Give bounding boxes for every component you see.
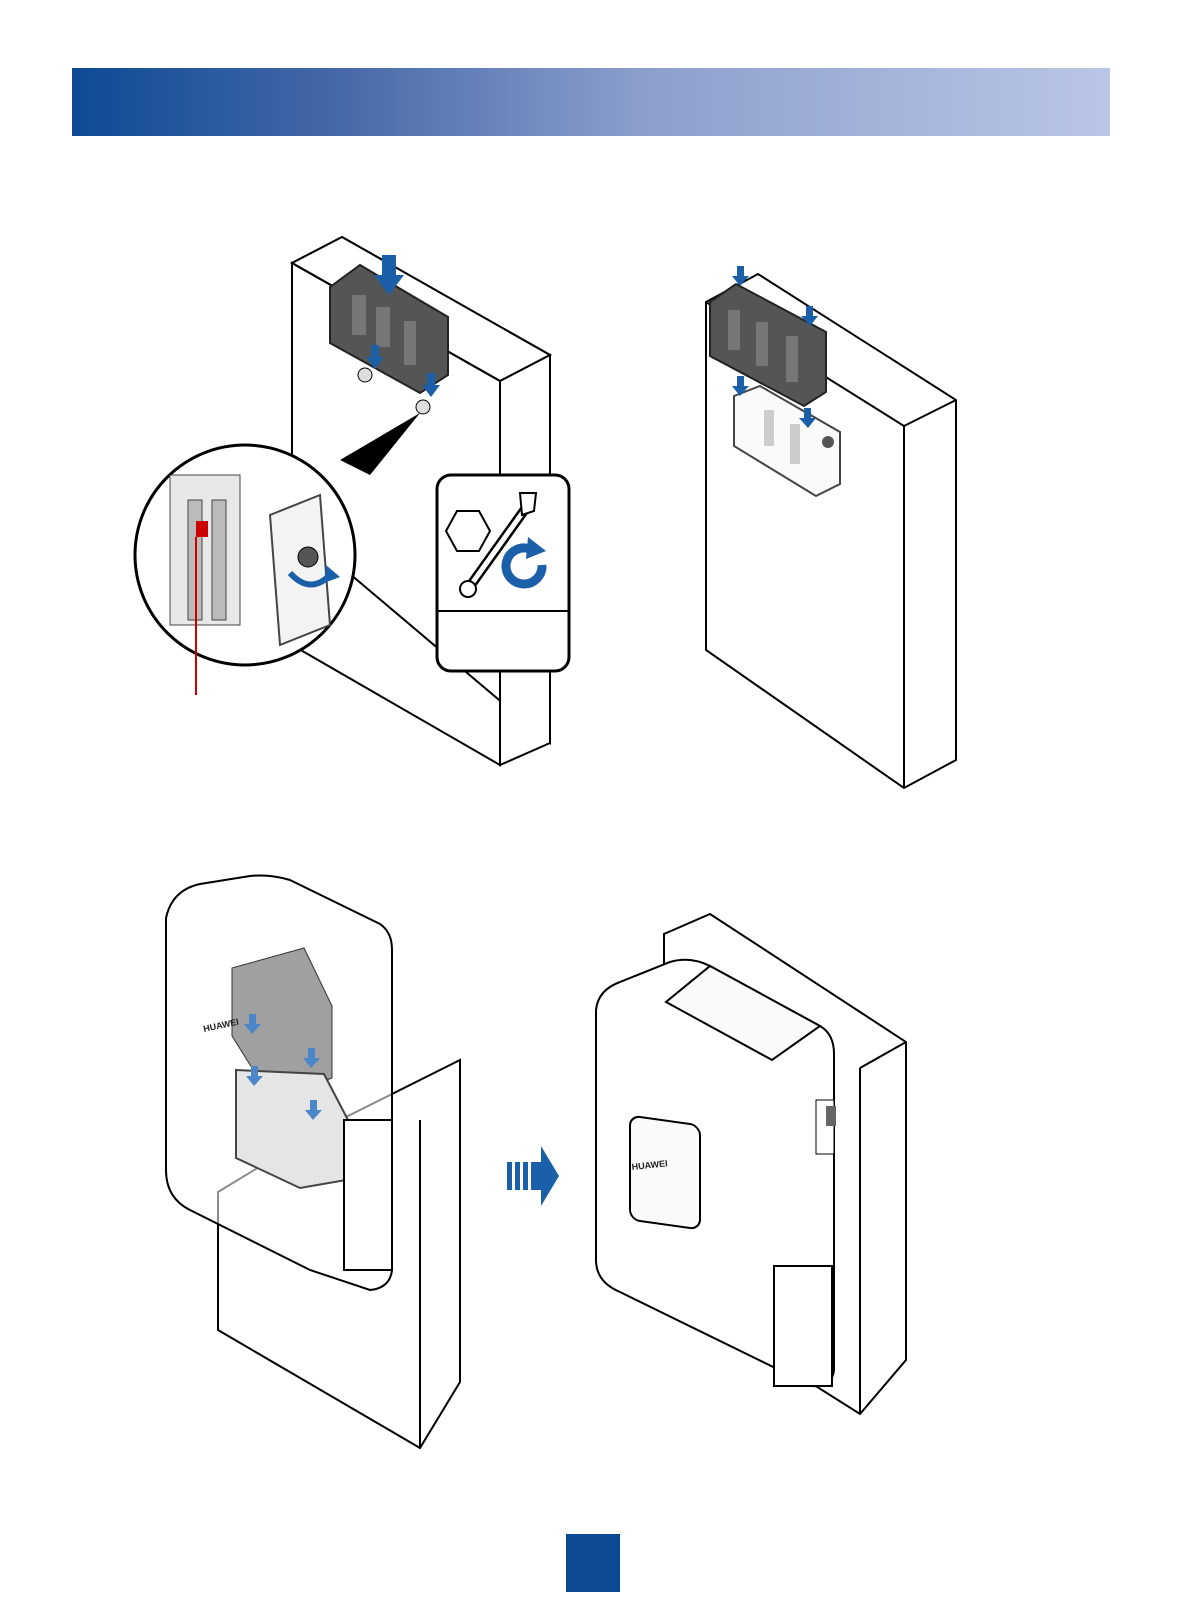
right-arrow-icon bbox=[505, 1144, 561, 1208]
figure-4-installed-device: HUAWEI bbox=[590, 910, 920, 1420]
detail-zoom-circle bbox=[135, 445, 355, 665]
figure-1-bracket-wall-install bbox=[130, 225, 580, 785]
header-banner bbox=[72, 68, 1110, 136]
tool-card bbox=[437, 475, 569, 671]
figure-2-bracket-assembly bbox=[700, 260, 960, 800]
figure-3-device-hang: HUAWEI bbox=[160, 870, 480, 1450]
page-number-box bbox=[566, 1534, 620, 1592]
hex-nut-icon bbox=[446, 511, 490, 551]
